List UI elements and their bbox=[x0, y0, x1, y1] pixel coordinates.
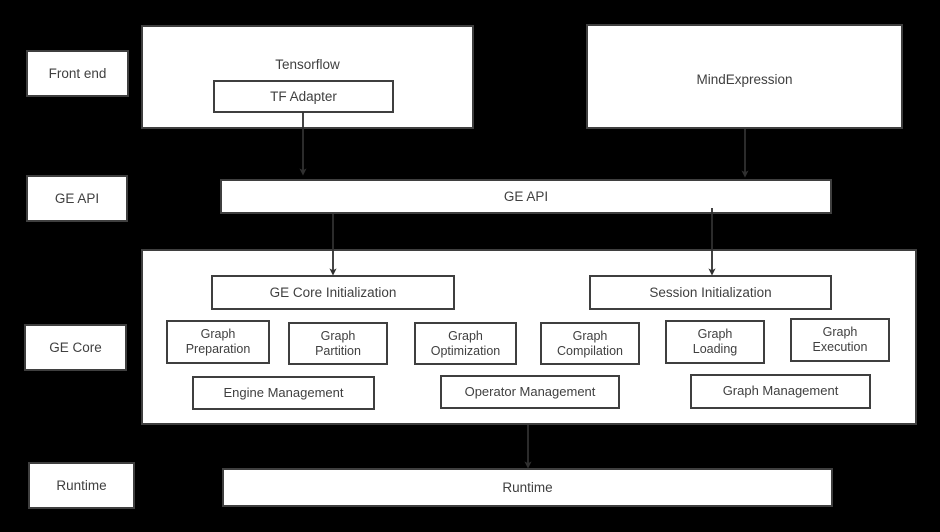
graph-partition-label: Graph Partition bbox=[315, 328, 361, 358]
tensorflow-title: Tensorflow bbox=[275, 57, 340, 72]
ge-api-box: GE API bbox=[220, 179, 832, 214]
engine-management-label: Engine Management bbox=[223, 384, 344, 400]
graph-execution-label: Graph Execution bbox=[812, 325, 868, 354]
session-initialization-box: Session Initialization bbox=[589, 275, 832, 310]
engine-management-box: Engine Management bbox=[192, 376, 375, 410]
ge-api-label: GE API bbox=[503, 188, 549, 204]
runtime-box: Runtime bbox=[222, 468, 833, 507]
graph-preparation-label: Graph Preparation bbox=[185, 327, 251, 356]
mindexpression-title: MindExpression bbox=[696, 72, 793, 87]
graph-management-box: Graph Management bbox=[690, 374, 871, 409]
graph-optimization-box: Graph Optimization bbox=[414, 322, 517, 365]
stage-label-front-end-text: Front end bbox=[48, 65, 107, 81]
graph-loading-label: Graph Loading bbox=[692, 327, 738, 356]
stage-label-ge-core: GE Core bbox=[24, 324, 127, 371]
stage-label-front-end: Front end bbox=[26, 50, 129, 97]
graph-compilation-label: Graph Compilation bbox=[556, 328, 623, 358]
graph-management-label: Graph Management bbox=[722, 383, 839, 399]
stage-label-ge-api-text: GE API bbox=[54, 190, 100, 206]
graph-partition-box: Graph Partition bbox=[288, 322, 388, 365]
stage-label-ge-api: GE API bbox=[26, 175, 128, 222]
graph-preparation-box: Graph Preparation bbox=[166, 320, 270, 364]
ge-core-initialization-box: GE Core Initialization bbox=[211, 275, 455, 310]
session-initialization-label: Session Initialization bbox=[649, 284, 772, 300]
graph-loading-box: Graph Loading bbox=[665, 320, 765, 364]
operator-management-box: Operator Management bbox=[440, 375, 620, 409]
stage-label-runtime-text: Runtime bbox=[56, 477, 107, 493]
runtime-label: Runtime bbox=[502, 479, 553, 495]
stage-label-ge-core-text: GE Core bbox=[49, 339, 102, 355]
tf-adapter-label: TF Adapter bbox=[270, 88, 337, 104]
operator-management-label: Operator Management bbox=[464, 383, 596, 399]
graph-execution-box: Graph Execution bbox=[790, 318, 890, 362]
ge-core-initialization-label: GE Core Initialization bbox=[269, 284, 397, 300]
mindexpression-container: MindExpression bbox=[586, 24, 903, 129]
graph-compilation-box: Graph Compilation bbox=[540, 322, 640, 365]
tensorflow-container: Tensorflow bbox=[141, 25, 474, 129]
stage-label-runtime: Runtime bbox=[28, 462, 135, 509]
graph-optimization-label: Graph Optimization bbox=[430, 328, 501, 358]
tf-adapter-box: TF Adapter bbox=[213, 80, 394, 113]
